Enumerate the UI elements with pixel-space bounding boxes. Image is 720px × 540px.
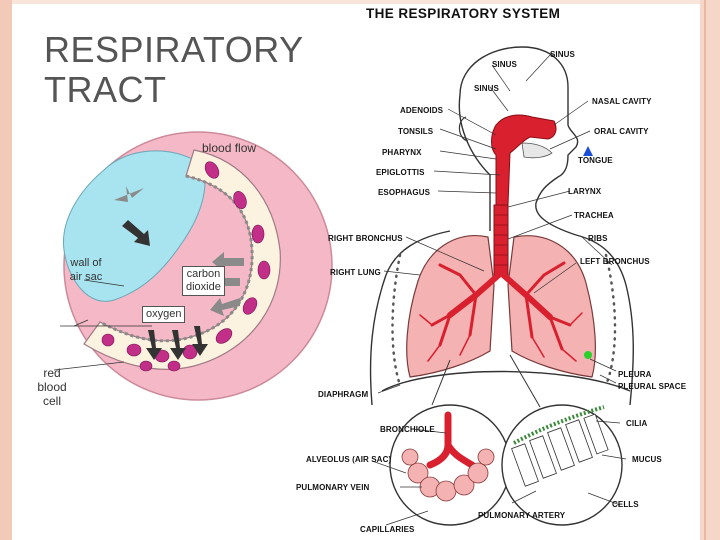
label-oral-cavity: ORAL CAVITY <box>594 127 649 136</box>
label-cells: CELLS <box>612 500 639 509</box>
label-right-bronchus: RIGHT BRONCHUS <box>328 234 403 243</box>
tongue-marker <box>583 146 593 156</box>
slide-frame-top <box>12 0 700 4</box>
oxygen-arrows <box>122 220 208 360</box>
cilia-layer <box>513 405 605 445</box>
upper-airway <box>491 114 557 206</box>
label-right-lung: RIGHT LUNG <box>330 268 381 277</box>
epithelial-cells <box>511 413 609 487</box>
label-pointer-lines <box>371 54 627 526</box>
label-capillaries: CAPILLARIES <box>360 525 415 534</box>
label-adenoids: ADENOIDS <box>400 106 444 115</box>
slide-frame-right <box>700 0 720 540</box>
label-pulmonary-vein: PULMONARY VEIN <box>296 483 370 492</box>
label-tonsils: TONSILS <box>398 127 434 136</box>
label-trachea: TRACHEA <box>574 211 614 220</box>
alveolar-sacs <box>401 448 495 502</box>
label-bronchiole: BRONCHIOLE <box>380 425 435 434</box>
label-diaphragm: DIAPHRAGM <box>318 390 369 399</box>
carbon-dioxide-label: carbon dioxide <box>182 266 225 296</box>
label-sinus-left: SINUS <box>474 84 499 93</box>
respiratory-diagram-title: THE RESPIRATORY SYSTEM <box>366 6 561 21</box>
head-profile-outline <box>459 46 579 236</box>
respiratory-system-illustration <box>369 46 634 526</box>
slide-title: RESPIRATORY TRACT <box>44 30 304 110</box>
label-tongue: TONGUE <box>578 156 613 165</box>
trachea <box>493 204 509 276</box>
ear-outline <box>458 116 469 142</box>
torso-outline <box>369 230 634 406</box>
oxygen-label: oxygen <box>142 306 186 323</box>
diaphragm <box>381 370 631 392</box>
label-sinus-top: SINUS <box>550 50 575 59</box>
label-pharynx: PHARYNX <box>382 148 422 157</box>
red-blood-cells <box>101 161 271 372</box>
label-left-bronchus: LEFT BRONCHUS <box>580 257 650 266</box>
slide-frame-right-line <box>704 0 706 540</box>
slide-frame-left <box>0 0 12 540</box>
label-sinus-mid: SINUS <box>492 60 517 69</box>
label-epiglottis: EPIGLOTTIS <box>376 168 425 177</box>
label-esophagus: ESOPHAGUS <box>378 188 431 197</box>
label-nasal-cavity: NASAL CAVITY <box>592 97 652 106</box>
label-cilia: CILIA <box>626 419 648 428</box>
label-alveolus: ALVEOLUS (AIR SAC) <box>306 455 392 464</box>
label-mucus: MUCUS <box>632 455 662 464</box>
wall-of-air-sac-label: wall of air sac <box>69 257 103 283</box>
slide-title-line1: RESPIRATORY <box>44 29 304 70</box>
label-larynx: LARYNX <box>568 187 602 196</box>
bronchial-tree <box>419 261 583 362</box>
label-pulmonary-artery: PULMONARY ARTERY <box>478 511 566 520</box>
right-lung <box>406 235 495 378</box>
label-pleural-space: PLEURAL SPACE <box>618 382 687 391</box>
blood-flow-label: blood flow <box>202 141 257 155</box>
label-ribs: RIBS <box>588 234 608 243</box>
red-blood-cell-label: red blood cell <box>37 366 67 408</box>
pleura-marker <box>584 351 592 359</box>
left-lung <box>507 235 596 378</box>
ribs <box>391 253 617 387</box>
slide-title-line2: TRACT <box>44 69 167 110</box>
label-pleura: PLEURA <box>618 370 652 379</box>
